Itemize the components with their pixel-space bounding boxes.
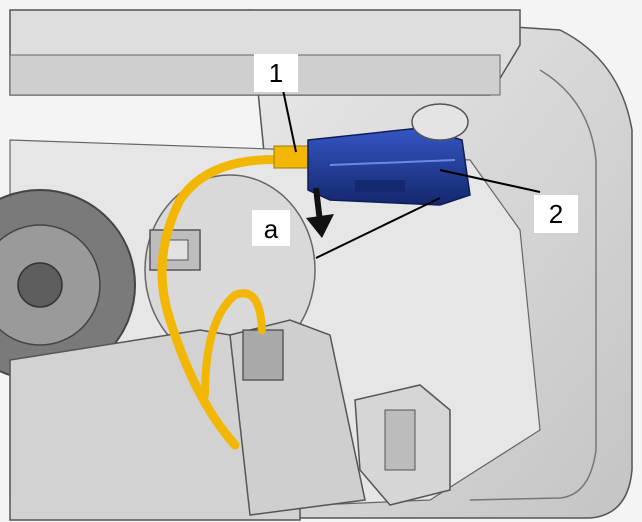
- housing-latch-slot: [384, 409, 416, 471]
- arrow-down-icon: [306, 187, 334, 238]
- blue-connector-latch: [355, 180, 405, 192]
- callout-2: 2: [534, 195, 578, 233]
- leader-line-2a: [439, 169, 541, 193]
- callout-a: a: [252, 210, 290, 246]
- blue-connector-ridge: [329, 159, 456, 166]
- yellow-wire-loop: [201, 289, 266, 399]
- leader-line-2b: [315, 197, 441, 259]
- leader-line-1: [282, 89, 297, 153]
- yellow-wire: [157, 155, 295, 450]
- yellow-pin: [273, 145, 309, 169]
- wire-bracket-socket: [242, 329, 284, 381]
- left-round-component-hub: [17, 262, 63, 308]
- callout-1: 1: [254, 54, 298, 92]
- housing-inner-edge: [469, 69, 597, 501]
- mounting-stud: [411, 103, 469, 141]
